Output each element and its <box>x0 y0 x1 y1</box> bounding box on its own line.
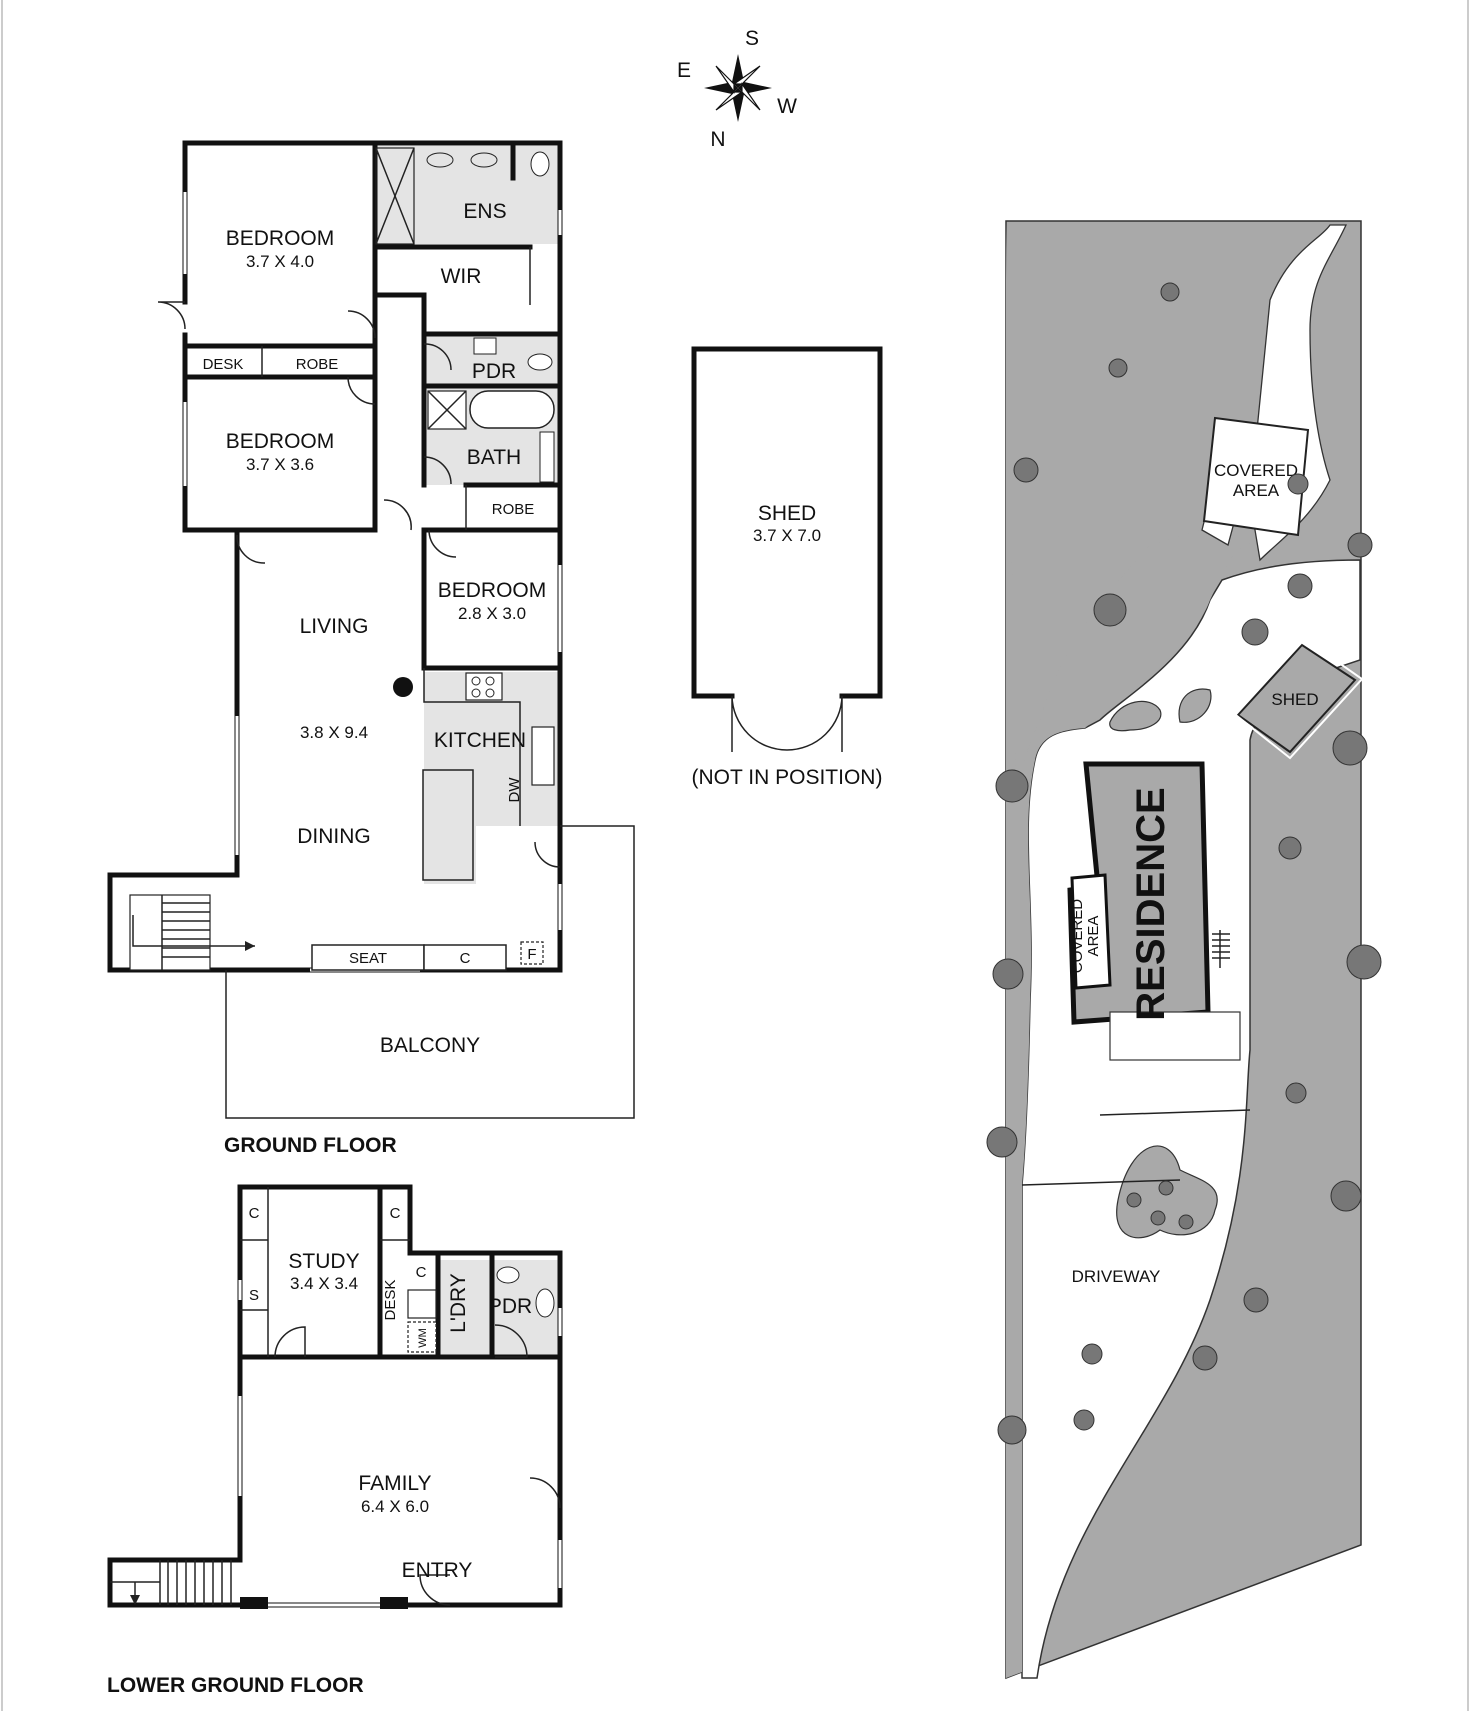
compass-e: E <box>677 59 691 82</box>
lg-desk-label: DESK <box>382 1280 399 1321</box>
shed-dim: 3.7 X 7.0 <box>753 526 821 545</box>
living-dim: 3.8 X 9.4 <box>300 723 368 742</box>
balcony-label: BALCONY <box>380 1034 480 1057</box>
cupboard-label: C <box>460 950 471 967</box>
family-dim: 6.4 X 6.0 <box>361 1497 429 1516</box>
site-shed <box>1236 643 1357 754</box>
shed-plan: SHED 3.7 X 7.0 (NOT IN POSITION) <box>691 346 883 789</box>
bedroom2-dim: 3.7 X 3.6 <box>246 455 314 474</box>
compass-n: N <box>710 128 725 151</box>
compass-rose-icon <box>704 54 772 122</box>
site-covered-area-line1: COVERED <box>1069 899 1086 973</box>
shed-label: SHED <box>758 502 816 525</box>
family-label: FAMILY <box>358 1472 431 1495</box>
wir-label: WIR <box>441 265 482 288</box>
fireplace-label: F <box>527 946 536 963</box>
compass-w: W <box>777 95 797 118</box>
study-dim: 3.4 X 3.4 <box>290 1274 358 1293</box>
robe1-label: ROBE <box>296 356 339 373</box>
desk-label: DESK <box>203 356 244 373</box>
compass-s: S <box>745 27 759 50</box>
laundry-label: L'DRY <box>447 1273 470 1333</box>
lower-ground-floor-plan: C C S STUDY 3.4 X 3.4 DESK C L'DRY WM PD… <box>107 1184 563 1697</box>
ens-label: ENS <box>463 200 506 223</box>
bedroom2-label: BEDROOM <box>226 430 335 453</box>
lg-c3-label: C <box>416 1264 427 1281</box>
lower-ground-floor-stairs <box>110 1560 232 1605</box>
compass: S E W N <box>677 27 797 151</box>
lg-s-label: S <box>249 1287 259 1304</box>
pdr-label: PDR <box>472 360 516 383</box>
bedroom1-label: BEDROOM <box>226 227 335 250</box>
bedroom3-dim: 2.8 X 3.0 <box>458 604 526 623</box>
robe2-label: ROBE <box>492 501 535 518</box>
bath-label: BATH <box>467 446 521 469</box>
driveway-label: DRIVEWAY <box>1072 1267 1161 1286</box>
site-plan: COVERED AREA SHED COVERED AREA RESIDENCE <box>986 220 1382 1680</box>
ground-floor-plan: BEDROOM 3.7 X 4.0 ENS WIR DESK ROBE PDR … <box>107 140 635 1157</box>
lg-c2-label: C <box>390 1205 401 1222</box>
site-trees <box>986 282 1382 1445</box>
living-label: LIVING <box>300 615 369 638</box>
site-covered-area <box>1070 873 1112 990</box>
seat-label: SEAT <box>349 950 387 967</box>
bedroom3-label: BEDROOM <box>438 579 547 602</box>
lg-pdr-label: PDR <box>488 1295 532 1318</box>
ground-floor-stairs <box>129 894 255 971</box>
wm-label: WM <box>417 1328 429 1348</box>
dining-label: DINING <box>297 825 371 848</box>
lower-ground-floor-title: LOWER GROUND FLOOR <box>107 1674 364 1697</box>
bedroom1-dim: 3.7 X 4.0 <box>246 252 314 271</box>
covered-area-top-line2: AREA <box>1233 481 1280 500</box>
site-shed-label: SHED <box>1271 690 1318 709</box>
kitchen-label: KITCHEN <box>434 729 526 752</box>
dw-label: DW <box>506 777 523 803</box>
entry-label-visible: ENTRY <box>402 1559 473 1582</box>
shed-note: (NOT IN POSITION) <box>692 766 883 789</box>
study-label: STUDY <box>288 1250 359 1273</box>
residence-label: RESIDENCE <box>1129 787 1173 1020</box>
residence-steps <box>1212 930 1230 968</box>
lg-c1-label: C <box>249 1205 260 1222</box>
covered-area-top-line1: COVERED <box>1214 461 1298 480</box>
ground-floor-title: GROUND FLOOR <box>224 1134 397 1157</box>
site-covered-area-line2: AREA <box>1085 916 1102 957</box>
covered-area-top <box>1202 416 1310 537</box>
